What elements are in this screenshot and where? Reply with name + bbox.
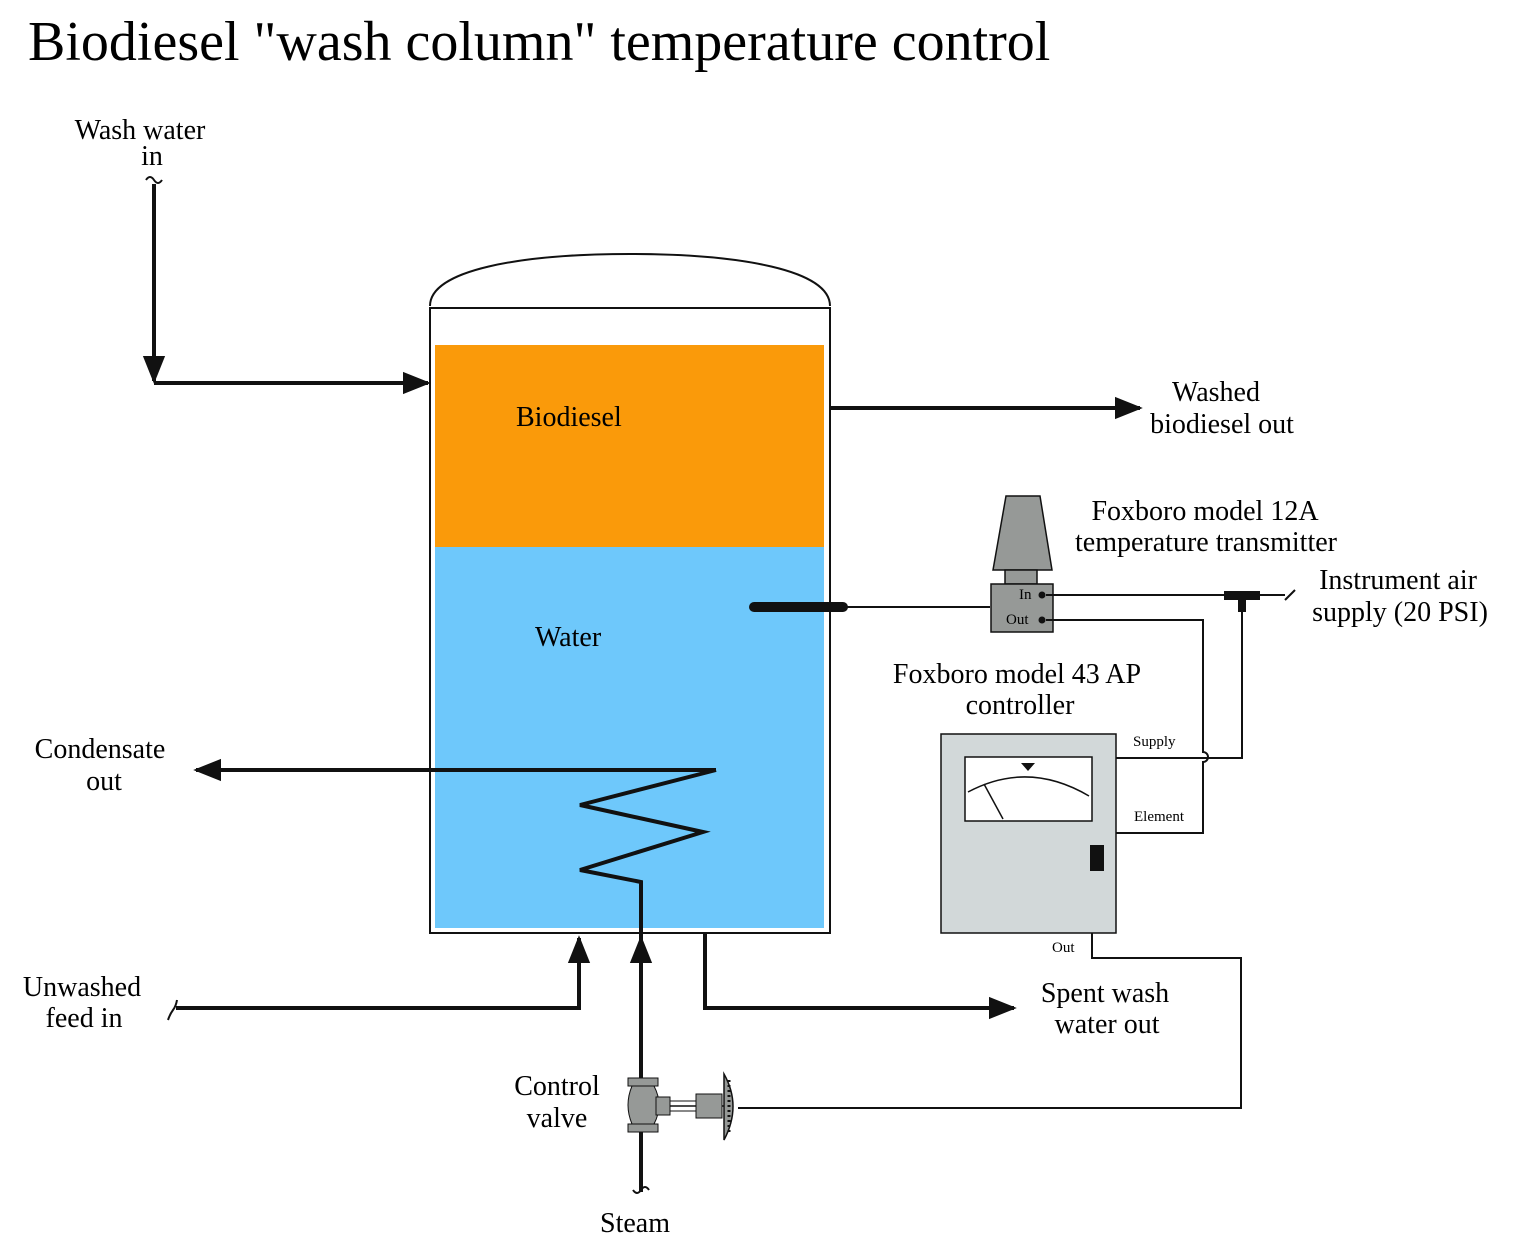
control-valve-label-line2: valve xyxy=(527,1103,588,1134)
controller-label-line1: Foxboro model 43 AP xyxy=(893,659,1141,690)
pipe-break-icon xyxy=(145,176,163,184)
transmitter-label-line2: temperature transmitter xyxy=(1075,527,1338,558)
controller-label-line2: controller xyxy=(966,690,1076,721)
gauge-scale xyxy=(967,776,1090,797)
pipe-break-icon xyxy=(167,999,178,1021)
water-label: Water xyxy=(535,622,602,653)
steam-label: Steam xyxy=(600,1208,670,1239)
controller-output-line xyxy=(738,933,1242,1109)
biodiesel-label: Biodiesel xyxy=(516,402,622,433)
page-title: Biodiesel "wash column" temperature cont… xyxy=(28,11,1050,73)
temperature-transmitter xyxy=(990,495,1054,633)
out-port-icon xyxy=(1038,616,1046,624)
air-to-controller-supply-line xyxy=(1116,611,1243,759)
unwashed-feed-label-line2: feed in xyxy=(46,1003,123,1034)
transmitter-label-line1: Foxboro model 12A xyxy=(1091,496,1319,527)
unwashed-feed-pipe xyxy=(176,935,591,1010)
wash-water-in-label-line1: Wash water xyxy=(75,115,206,146)
in-port-icon xyxy=(1038,591,1046,599)
valve-body xyxy=(627,1085,660,1125)
controller xyxy=(940,733,1117,934)
instrument-air-label-line2: supply (20 PSI) xyxy=(1312,597,1488,628)
washed-biodiesel-label-line2: biodiesel out xyxy=(1150,409,1294,440)
controller-element-port-label: Element xyxy=(1134,809,1185,825)
biodiesel-layer xyxy=(435,345,824,547)
spent-wash-water-pipe xyxy=(703,933,1017,1020)
spent-wash-label-line1: Spent wash xyxy=(1041,978,1169,1009)
control-valve xyxy=(627,1071,734,1141)
air-tee-icon xyxy=(1224,591,1260,600)
condensate-label-line1: Condensate xyxy=(35,734,166,765)
wash-column-vessel xyxy=(429,252,831,934)
transmitter-in-port-label: In xyxy=(1019,587,1032,603)
air-tee-stem xyxy=(1238,598,1246,612)
valve-flange-top xyxy=(627,1077,659,1087)
transmitter-bulb-housing xyxy=(992,495,1053,571)
steam-coil xyxy=(579,768,717,1192)
pipe-break-icon xyxy=(632,1186,650,1194)
transmitter-neck xyxy=(1004,569,1038,585)
valve-flange-bottom xyxy=(627,1123,659,1133)
unwashed-feed-label-line1: Unwashed xyxy=(23,972,141,1003)
instrument-air-label-line1: Instrument air xyxy=(1319,565,1478,596)
pipe-break-icon xyxy=(1284,589,1296,601)
vessel-dome xyxy=(429,252,831,307)
control-valve-label-line1: Control xyxy=(514,1071,600,1102)
valve-bonnet xyxy=(655,1096,671,1116)
controller-knob xyxy=(1090,845,1104,871)
condensate-label-line2: out xyxy=(86,766,122,797)
controller-supply-port-label: Supply xyxy=(1133,734,1176,750)
gauge-needle xyxy=(983,783,1004,820)
wash-water-in-label-line2: in xyxy=(141,141,163,172)
transmitter-out-port-label: Out xyxy=(1006,612,1029,628)
washed-biodiesel-label-line1: Washed xyxy=(1172,377,1260,408)
controller-out-port-label: Out xyxy=(1052,940,1075,956)
spent-wash-label-line2: water out xyxy=(1055,1009,1160,1040)
actuator-yoke xyxy=(695,1093,723,1119)
setpoint-pointer-icon xyxy=(1021,763,1035,771)
